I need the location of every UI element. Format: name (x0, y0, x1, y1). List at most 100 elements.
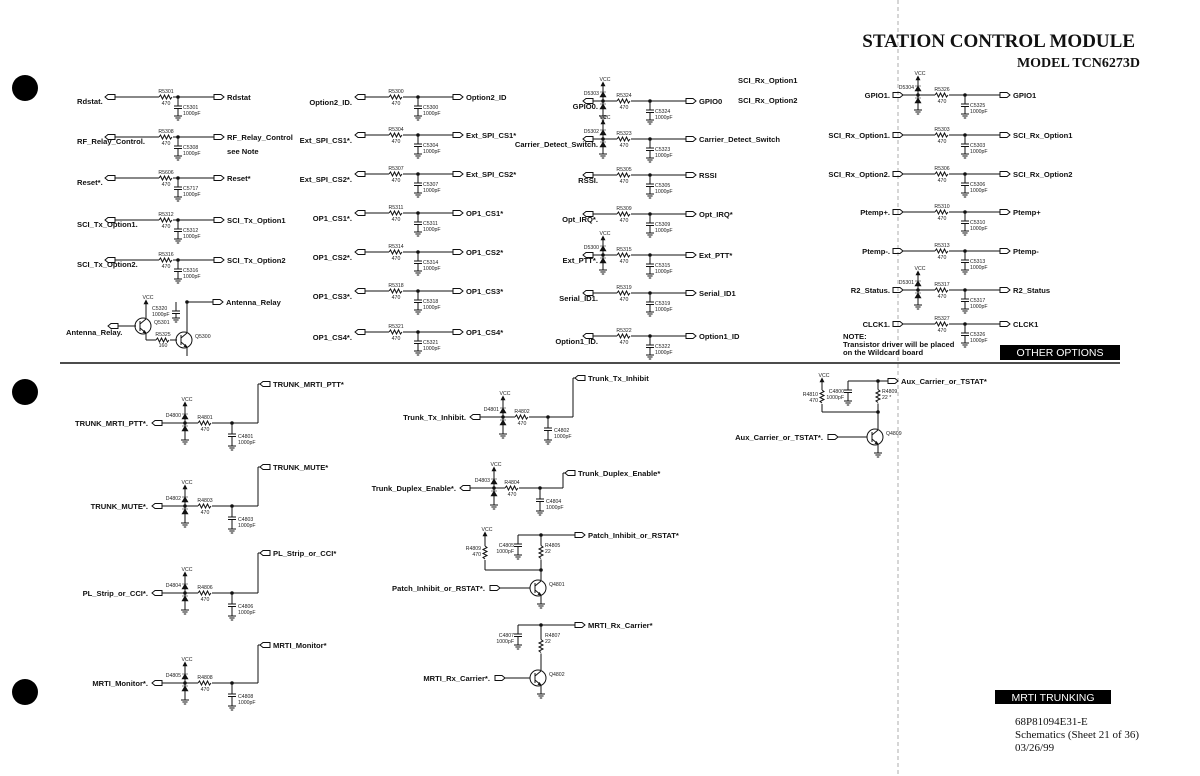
input-net-label: Trunk_Duplex_Enable*. (372, 484, 456, 493)
resistor-icon (388, 248, 403, 256)
capacitor-icon (961, 259, 969, 263)
input-net-label: Opt_IRQ*. (562, 215, 598, 224)
resistor-icon (514, 413, 529, 421)
connector-icon (685, 252, 697, 258)
resistor-icon (934, 286, 949, 294)
capacitor-value: 1000pF (423, 346, 441, 352)
input-net-label: Patch_Inhibit_or_RSTAT*. (392, 584, 485, 593)
output-net-label: RF_Relay_Control (227, 133, 293, 142)
transistor-icon (529, 669, 547, 687)
capacitor-value: 1000pF (238, 700, 256, 706)
clamp-filter-2: VCCD4804PL_Strip_or_CCI*.PL_Strip_or_CCI… (83, 549, 336, 621)
connector-icon (574, 622, 586, 628)
vcc-label: VCC (182, 480, 193, 486)
resistor-ref: R5305 (616, 167, 631, 173)
capacitor-icon (174, 268, 182, 272)
resistor-ref: R5327 (934, 316, 949, 322)
ground-icon (646, 119, 654, 125)
capacitor-value: 1000pF (655, 228, 673, 234)
connector-icon (564, 470, 576, 476)
ground-icon (874, 452, 882, 458)
diode-icon (181, 583, 189, 590)
resistor-ref: R5311 (389, 205, 404, 211)
ground-icon (844, 400, 852, 406)
connector-icon (892, 248, 904, 254)
capacitor-value: 1000pF (238, 440, 256, 446)
resistor-icon (388, 287, 403, 295)
resistor-value: 470 (809, 398, 818, 404)
ground-icon (414, 231, 422, 237)
resistor-ref: R5304 (388, 127, 403, 133)
input-net-label: Ptemp-. (862, 247, 890, 256)
resistor-icon (934, 91, 949, 99)
connector-icon (452, 249, 464, 255)
junction-dot (492, 486, 496, 490)
diode-ref: D4805 (166, 673, 181, 679)
ground-icon (537, 603, 545, 609)
resistor-ref: R5606 (158, 170, 173, 176)
resistor-ref: R5310 (934, 204, 949, 210)
connector-icon (582, 333, 594, 339)
rc-filter-0-1: RF_Relay_Control.RF_Relay_ControlR530847… (77, 129, 293, 161)
diode-icon (490, 490, 498, 497)
capacitor-icon (414, 105, 422, 109)
connector-icon (887, 378, 899, 384)
ground-icon (174, 238, 182, 244)
input-net-label: SCI_Tx_Option2. (77, 260, 138, 269)
diode-icon (914, 280, 922, 287)
connector-icon (259, 464, 271, 470)
vcc-label: VCC (182, 657, 193, 663)
binder-holes (12, 75, 38, 705)
junction-dot (501, 415, 505, 419)
resistor-value: 470 (392, 139, 401, 145)
output-net-label: Option1_ID (699, 332, 740, 341)
resistor-value: 22 * (882, 395, 891, 401)
mrti-trunking-label: MRTI TRUNKING (995, 690, 1111, 704)
input-net-label: GPIO1. (865, 91, 890, 100)
connector-icon (892, 92, 904, 98)
capacitor-value: 1000pF (496, 549, 514, 555)
capacitor-icon (646, 344, 654, 348)
section-box (995, 690, 1111, 704)
transistor-icon (529, 579, 547, 597)
connector-icon (582, 290, 594, 296)
resistor-icon (934, 170, 949, 178)
resistor-ref: R5321 (388, 324, 403, 330)
connector-icon (489, 585, 501, 591)
output-net-label: SCI_Tx_Option2 (227, 256, 286, 265)
capacitor-icon (228, 603, 236, 607)
ground-icon (414, 270, 422, 276)
connector-icon (494, 675, 506, 681)
resistor-ref: R5308 (158, 129, 173, 135)
resistor-ref: R5316 (158, 252, 173, 258)
input-net-label: Aux_Carrier_or_TSTAT*. (735, 433, 823, 442)
capacitor-icon (844, 389, 852, 393)
ground-icon (414, 153, 422, 159)
connector-icon (354, 288, 366, 294)
ground-icon (914, 304, 922, 310)
resistor-value: 470 (162, 264, 171, 270)
resistor-icon (481, 545, 489, 560)
diode-ref: D5303 (584, 91, 599, 97)
capacitor-icon (514, 633, 522, 637)
connector-icon (259, 642, 271, 648)
rc-filter-1-1: Ext_SPI_CS1*.Ext_SPI_CS1*R5304470C530410… (300, 127, 516, 159)
diode-icon (599, 257, 607, 264)
resistor-icon (818, 389, 826, 404)
resistor-ref: R4807 (545, 633, 560, 639)
capacitor-icon (174, 228, 182, 232)
input-net-label: Ext_SPI_CS1*. (300, 136, 352, 145)
capacitor-ref: C5322 (655, 344, 670, 350)
resistor-ref: R5323 (616, 131, 631, 137)
resistor-ref: R5319 (616, 285, 631, 291)
capacitor-value: 1000pF (183, 111, 201, 117)
capacitor-ref: C4803 (238, 517, 253, 523)
capacitor-value: 1000pF (970, 188, 988, 194)
connector-icon (892, 321, 904, 327)
resistor-value: 470 (392, 295, 401, 301)
wire (534, 580, 542, 587)
input-net-label: MRTI_Rx_Carrier*. (423, 674, 490, 683)
resistor-value: 470 (620, 105, 629, 111)
